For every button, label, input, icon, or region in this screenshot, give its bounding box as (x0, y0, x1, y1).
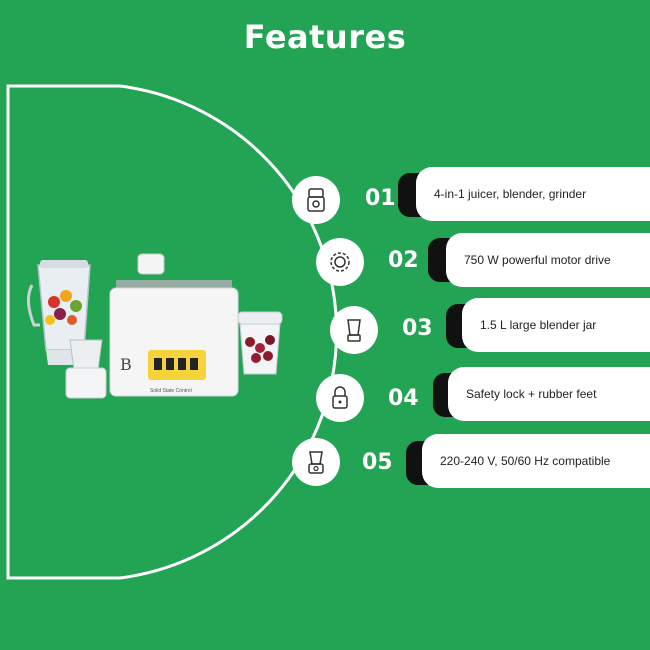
feature-pill: 220-240 V, 50/60 Hz compatible (422, 434, 650, 488)
feature-pill: 1.5 L large blender jar (462, 298, 650, 352)
feature-number: 01 (365, 186, 396, 211)
juicer-product-image: B Solid State Control (27, 253, 283, 399)
feature-text: 220-240 V, 50/60 Hz compatible (440, 454, 611, 468)
control-panel-label: Solid State Control (150, 388, 192, 394)
feature-number: 02 (388, 248, 419, 273)
page-title: Features (243, 18, 407, 56)
brand-logo: B (120, 355, 132, 374)
feature-pill: 750 W powerful motor drive (446, 233, 650, 287)
juicer-icon (294, 178, 338, 222)
blender-icon (294, 440, 338, 484)
blender-jar-icon (332, 308, 376, 352)
feature-text: Safety lock + rubber feet (466, 387, 597, 401)
feature-number: 05 (362, 450, 393, 475)
feature-text: 4-in-1 juicer, blender, grinder (434, 187, 587, 201)
feature-text: 750 W powerful motor drive (464, 253, 611, 267)
feature-pill: Safety lock + rubber feet (448, 367, 650, 421)
grinder-cup (65, 339, 107, 399)
feature-text: 1.5 L large blender jar (480, 318, 597, 332)
feature-pill: 4-in-1 juicer, blender, grinder (416, 167, 650, 221)
feature-number: 03 (402, 316, 433, 341)
juicer-body: B Solid State Control (109, 253, 239, 397)
blender-jar (27, 260, 91, 365)
gear-icon (318, 240, 362, 284)
side-cup (237, 311, 283, 375)
lock-icon (318, 376, 362, 420)
feature-number: 04 (388, 386, 419, 411)
